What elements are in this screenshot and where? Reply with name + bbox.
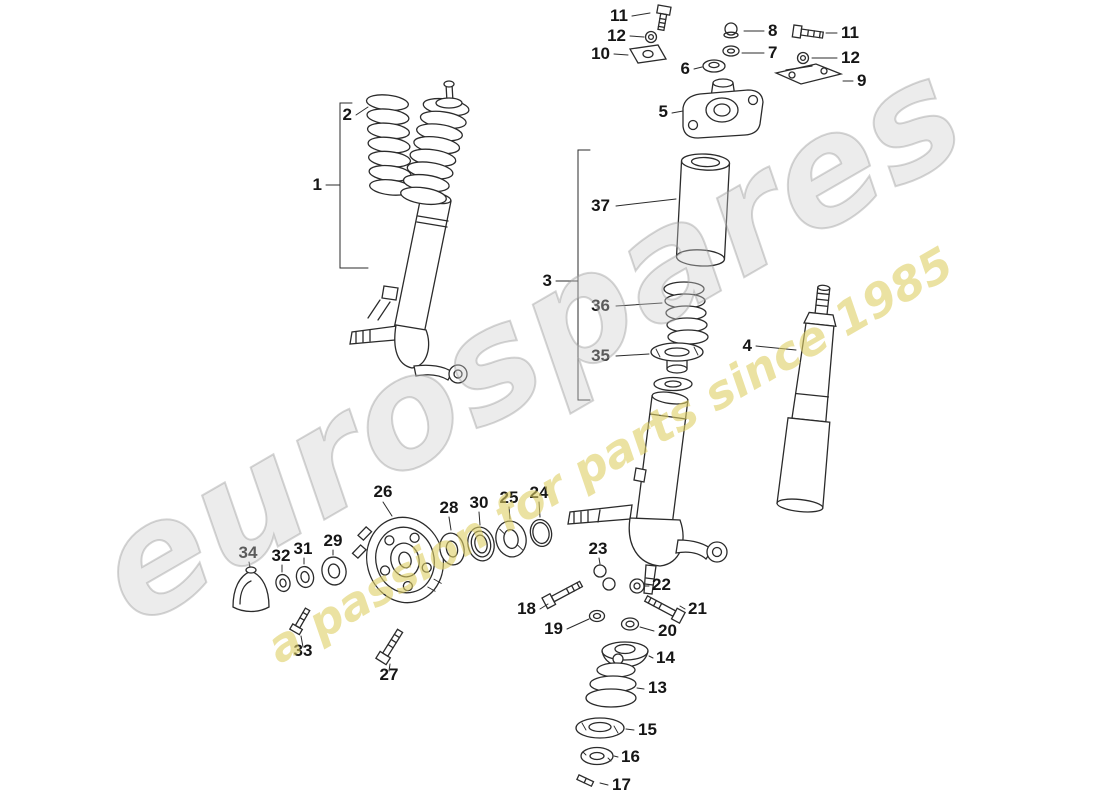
part-label-15: 15 xyxy=(638,720,657,739)
part-label-31: 31 xyxy=(294,539,313,558)
part-label-11b: 11 xyxy=(841,23,859,42)
part-22-nut-drawing xyxy=(629,578,645,594)
middle-strut-body-drawing xyxy=(567,376,728,595)
part-28-washer-drawing xyxy=(439,532,465,566)
part-34-rubber-buffer-drawing xyxy=(232,566,270,613)
part-32-washer-drawing xyxy=(275,573,291,593)
part-label-6: 6 xyxy=(681,59,690,78)
part-label-3: 3 xyxy=(543,271,552,290)
part-36-helper-spring-drawing xyxy=(663,281,709,345)
part-label-11a: 11 xyxy=(610,6,628,25)
part-label-36: 36 xyxy=(591,296,610,315)
part-label-20: 20 xyxy=(658,621,677,640)
part-7-washer-drawing xyxy=(722,45,740,57)
part-19-washer-drawing xyxy=(588,609,606,623)
part-30-bearing-drawing xyxy=(467,526,495,562)
part-label-22: 22 xyxy=(652,575,671,594)
part-label-25: 25 xyxy=(500,488,519,507)
part-1-spring-strut-drawing xyxy=(349,80,470,384)
part-24-ring-drawing xyxy=(529,518,553,548)
part-33-screw-drawing xyxy=(288,607,311,636)
part-label-33: 33 xyxy=(294,641,313,660)
part-6-cup-washer-drawing xyxy=(702,59,726,73)
part-11-bolt-right-drawing xyxy=(791,24,825,39)
part-label-18: 18 xyxy=(517,599,536,618)
part-16-lock-plate-drawing xyxy=(580,746,614,766)
part-label-8: 8 xyxy=(768,21,777,40)
part-4-shock-insert-drawing xyxy=(776,284,837,513)
part-12-washer-right-drawing xyxy=(796,51,810,65)
part-label-34: 34 xyxy=(239,543,258,562)
part-label-24: 24 xyxy=(530,483,549,502)
part-label-29: 29 xyxy=(324,531,343,550)
part-label-35: 35 xyxy=(591,346,610,365)
leader-lines xyxy=(248,12,854,786)
part-5-strut-mount-drawing xyxy=(682,78,764,139)
part-label-23: 23 xyxy=(589,539,608,558)
part-label-5: 5 xyxy=(659,102,668,121)
part-label-10: 10 xyxy=(591,44,610,63)
part-label-7: 7 xyxy=(768,43,777,62)
part-label-26: 26 xyxy=(374,482,393,501)
part-29-bushing-drawing xyxy=(321,556,347,586)
part-label-27: 27 xyxy=(380,665,399,684)
part-labels: 11 12 10 8 7 6 11 12 9 5 2 1 3 37 36 35 … xyxy=(239,6,867,794)
part-label-30: 30 xyxy=(470,493,489,512)
part-label-14: 14 xyxy=(656,648,675,667)
part-20-washer-drawing xyxy=(620,617,640,631)
part-25-bushing-drawing xyxy=(495,520,527,558)
part-27-bolt-drawing xyxy=(375,628,404,666)
part-label-12b: 12 xyxy=(841,48,860,67)
part-12-washer-left-drawing xyxy=(644,30,658,44)
part-8-nut-drawing xyxy=(723,22,739,39)
part-label-2: 2 xyxy=(343,105,352,124)
part-37-sleeve-drawing xyxy=(675,153,731,267)
part-9-bracket-drawing xyxy=(773,63,844,85)
part-10-pad-drawing xyxy=(628,44,668,64)
part-label-13: 13 xyxy=(648,678,667,697)
part-14-cup-drawing xyxy=(601,641,649,668)
part-18-bolt-drawing xyxy=(541,580,584,610)
part-label-21: 21 xyxy=(688,599,707,618)
part-label-17: 17 xyxy=(612,775,631,794)
part-label-19: 19 xyxy=(544,619,563,638)
part-26-wheel-hub-drawing xyxy=(351,516,445,604)
part-label-1: 1 xyxy=(313,175,322,194)
part-23-nuts-drawing xyxy=(593,564,616,591)
part-17-roll-pin-drawing xyxy=(576,774,595,788)
part-2-coil-spring-drawing xyxy=(365,94,413,196)
part-label-16: 16 xyxy=(621,747,640,766)
part-15-retaining-ring-drawing xyxy=(575,717,625,739)
part-label-32: 32 xyxy=(272,546,291,565)
part-label-28: 28 xyxy=(440,498,459,517)
part-label-12a: 12 xyxy=(607,26,626,45)
part-31-washer-drawing xyxy=(295,565,315,589)
part-21-bolt-drawing xyxy=(643,595,687,624)
part-11-bolt-left-drawing xyxy=(656,4,672,32)
part-label-37: 37 xyxy=(591,196,610,215)
part-label-4: 4 xyxy=(743,336,753,355)
part-35-collar-nut-drawing xyxy=(650,342,704,374)
part-label-9: 9 xyxy=(857,71,866,90)
part-13-ball-joint-boot-drawing xyxy=(585,653,637,708)
